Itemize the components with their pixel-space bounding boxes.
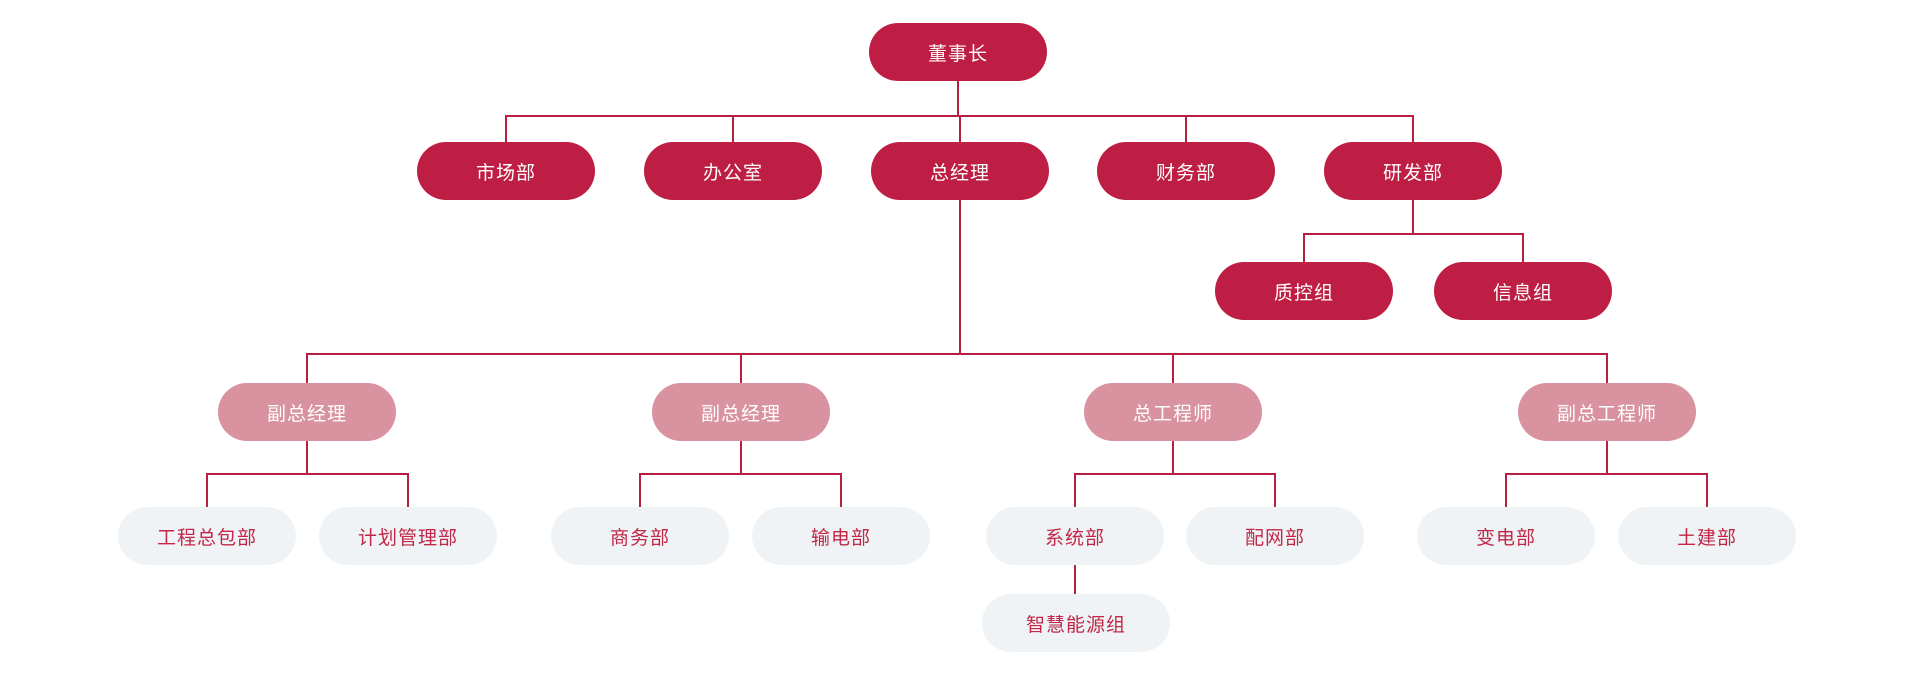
connector-line bbox=[1706, 473, 1708, 507]
connector-line bbox=[306, 353, 308, 383]
org-node-info-group: 信息组 bbox=[1434, 262, 1612, 320]
connector-line bbox=[740, 353, 742, 383]
connector-line bbox=[959, 115, 961, 142]
connector-line bbox=[1075, 473, 1275, 475]
org-node-distribution-dept: 配网部 bbox=[1186, 507, 1364, 565]
connector-line bbox=[1303, 233, 1305, 262]
org-node-planning-mgmt-dept: 计划管理部 bbox=[319, 507, 497, 565]
connector-line bbox=[959, 200, 961, 353]
org-node-finance-dept: 财务部 bbox=[1097, 142, 1275, 200]
connector-line bbox=[1074, 565, 1076, 594]
connector-line bbox=[640, 473, 841, 475]
connector-line bbox=[957, 81, 959, 115]
org-node-smart-energy-group: 智慧能源组 bbox=[982, 594, 1170, 652]
connector-line bbox=[1505, 473, 1507, 507]
connector-line bbox=[639, 473, 641, 507]
org-node-chairman: 董事长 bbox=[869, 23, 1047, 81]
connector-line bbox=[1606, 441, 1608, 473]
connector-line bbox=[1274, 473, 1276, 507]
connector-line bbox=[1185, 115, 1187, 142]
connector-line bbox=[307, 353, 1607, 355]
org-node-deputy-chief-eng: 副总工程师 bbox=[1518, 383, 1696, 441]
connector-line bbox=[1304, 233, 1523, 235]
org-node-rnd-dept: 研发部 bbox=[1324, 142, 1502, 200]
org-node-chief-engineer: 总工程师 bbox=[1084, 383, 1262, 441]
connector-line bbox=[1606, 353, 1608, 383]
connector-line bbox=[1412, 200, 1414, 233]
org-node-marketing-dept: 市场部 bbox=[417, 142, 595, 200]
connector-line bbox=[207, 473, 408, 475]
org-node-deputy-gm-1: 副总经理 bbox=[218, 383, 396, 441]
connector-line bbox=[1074, 473, 1076, 507]
org-node-general-manager: 总经理 bbox=[871, 142, 1049, 200]
org-node-deputy-gm-2: 副总经理 bbox=[652, 383, 830, 441]
connector-line bbox=[1506, 473, 1707, 475]
org-node-substation-dept: 变电部 bbox=[1417, 507, 1595, 565]
connector-line bbox=[840, 473, 842, 507]
org-node-civil-works-dept: 土建部 bbox=[1618, 507, 1796, 565]
connector-line bbox=[1522, 233, 1524, 262]
connector-line bbox=[1172, 353, 1174, 383]
connector-line bbox=[1412, 115, 1414, 142]
org-node-transmission-dept: 输电部 bbox=[752, 507, 930, 565]
org-node-qc-group: 质控组 bbox=[1215, 262, 1393, 320]
connector-line bbox=[505, 115, 507, 142]
connector-line bbox=[1172, 441, 1174, 473]
org-node-commerce-dept: 商务部 bbox=[551, 507, 729, 565]
connector-line bbox=[306, 441, 308, 473]
org-node-system-dept: 系统部 bbox=[986, 507, 1164, 565]
org-node-office: 办公室 bbox=[644, 142, 822, 200]
org-node-epc-dept: 工程总包部 bbox=[118, 507, 296, 565]
connector-line bbox=[732, 115, 734, 142]
connector-line bbox=[740, 441, 742, 473]
connector-line bbox=[407, 473, 409, 507]
connector-line bbox=[206, 473, 208, 507]
